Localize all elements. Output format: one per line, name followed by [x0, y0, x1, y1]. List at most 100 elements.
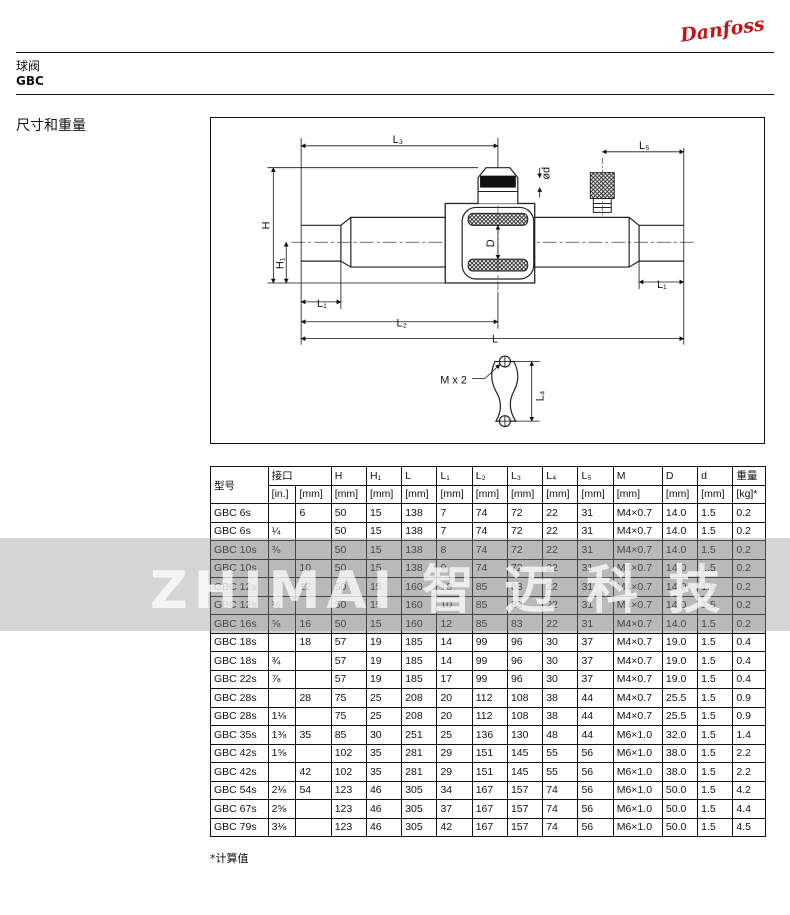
value-cell: 37 [577, 632, 614, 652]
value-cell: 4.2 [732, 780, 766, 800]
value-cell [295, 521, 332, 541]
value-cell: ¾ [267, 651, 297, 671]
value-cell: 1.5 [697, 743, 734, 763]
value-cell: M4×0.7 [612, 688, 663, 708]
value-cell: 0.9 [732, 688, 766, 708]
value-cell: 102 [330, 743, 367, 763]
value-cell: 15 [365, 503, 403, 523]
value-cell: 56 [577, 762, 614, 782]
value-cell: 22 [542, 577, 579, 597]
value-cell: 208 [401, 688, 438, 708]
value-cell: 138 [401, 558, 438, 578]
value-cell: 160 [401, 577, 438, 597]
value-cell: 157 [506, 799, 544, 819]
dimensions-table: 型号 接口 H H₁ L L₁ L₂ L₃ L₄ L₅ M D d 重量 [in… [210, 466, 766, 837]
value-cell: 22 [542, 595, 579, 615]
unit-cell: [mm] [577, 484, 614, 504]
value-cell: 0.2 [732, 521, 766, 541]
product-title-cn: 球阀 [16, 59, 41, 73]
value-cell: ⅜ [267, 540, 297, 560]
label-l3: L₃ [393, 134, 404, 146]
value-cell: 31 [577, 595, 614, 615]
label-h1: H₁ [274, 257, 286, 269]
value-cell: 14.0 [661, 614, 699, 634]
value-cell: 22 [542, 503, 579, 523]
value-cell: 74 [542, 817, 579, 837]
value-cell: 0.9 [732, 706, 766, 726]
value-cell: 167 [471, 799, 508, 819]
value-cell: 25 [365, 688, 403, 708]
value-cell: 1.5 [697, 614, 734, 634]
unit-cell: [mm] [471, 484, 508, 504]
value-cell: 31 [577, 577, 614, 597]
value-cell: 10 [436, 577, 473, 597]
value-cell: 72 [506, 558, 544, 578]
header-l3: L₃ [506, 466, 544, 486]
value-cell: 0.2 [732, 614, 766, 634]
value-cell: 167 [471, 817, 508, 837]
value-cell: 25 [436, 725, 473, 745]
value-cell: 1.5 [697, 780, 734, 800]
value-cell: 108 [506, 688, 544, 708]
value-cell: 19.0 [661, 651, 699, 671]
value-cell: 185 [401, 632, 438, 652]
value-cell: 281 [401, 762, 438, 782]
value-cell: 2.2 [732, 743, 766, 763]
value-cell: 46 [365, 817, 403, 837]
value-cell: 15 [365, 614, 403, 634]
value-cell: 1.5 [697, 632, 734, 652]
value-cell: M6×1.0 [612, 780, 663, 800]
value-cell: M4×0.7 [612, 558, 663, 578]
value-cell: 56 [577, 743, 614, 763]
value-cell: 74 [471, 540, 508, 560]
value-cell: 25 [365, 706, 403, 726]
value-cell: 22 [542, 558, 579, 578]
value-cell: 85 [471, 614, 508, 634]
unit-cell: [in.] [267, 484, 297, 504]
value-cell: 74 [542, 799, 579, 819]
value-cell: 50.0 [661, 799, 699, 819]
value-cell: 85 [471, 577, 508, 597]
value-cell: 1.5 [697, 558, 734, 578]
value-cell: 31 [577, 558, 614, 578]
value-cell: 37 [436, 799, 473, 819]
value-cell: 0.2 [732, 503, 766, 523]
value-cell [295, 669, 332, 689]
value-cell: 72 [506, 540, 544, 560]
value-cell: M4×0.7 [612, 669, 663, 689]
value-cell: 30 [365, 725, 403, 745]
value-cell: 46 [365, 780, 403, 800]
value-cell: 123 [330, 799, 367, 819]
value-cell: 29 [436, 743, 473, 763]
value-cell: 38 [542, 688, 579, 708]
value-cell: 99 [471, 669, 508, 689]
value-cell: 48 [542, 725, 579, 745]
value-cell: 2.2 [732, 762, 766, 782]
value-cell: 19 [365, 632, 403, 652]
value-cell: 0.2 [732, 595, 766, 615]
value-cell: 12 [436, 614, 473, 634]
value-cell: 20 [436, 688, 473, 708]
label-l4: L₄ [535, 390, 547, 401]
value-cell: 74 [471, 558, 508, 578]
model-cell: GBC 42s [210, 743, 269, 763]
label-D: D [485, 239, 497, 247]
value-cell: 25.5 [661, 688, 699, 708]
value-cell: 1.5 [697, 521, 734, 541]
value-cell: 12 [295, 577, 332, 597]
value-cell: 145 [506, 762, 544, 782]
model-cell: GBC 18s [210, 651, 269, 671]
value-cell: 1⅜ [267, 725, 297, 745]
value-cell: 57 [330, 669, 367, 689]
value-cell: 123 [330, 780, 367, 800]
header-l5: L₅ [577, 466, 614, 486]
value-cell: 83 [506, 595, 544, 615]
value-cell: 16 [295, 614, 332, 634]
value-cell: 0.4 [732, 669, 766, 689]
value-cell: 44 [577, 725, 614, 745]
